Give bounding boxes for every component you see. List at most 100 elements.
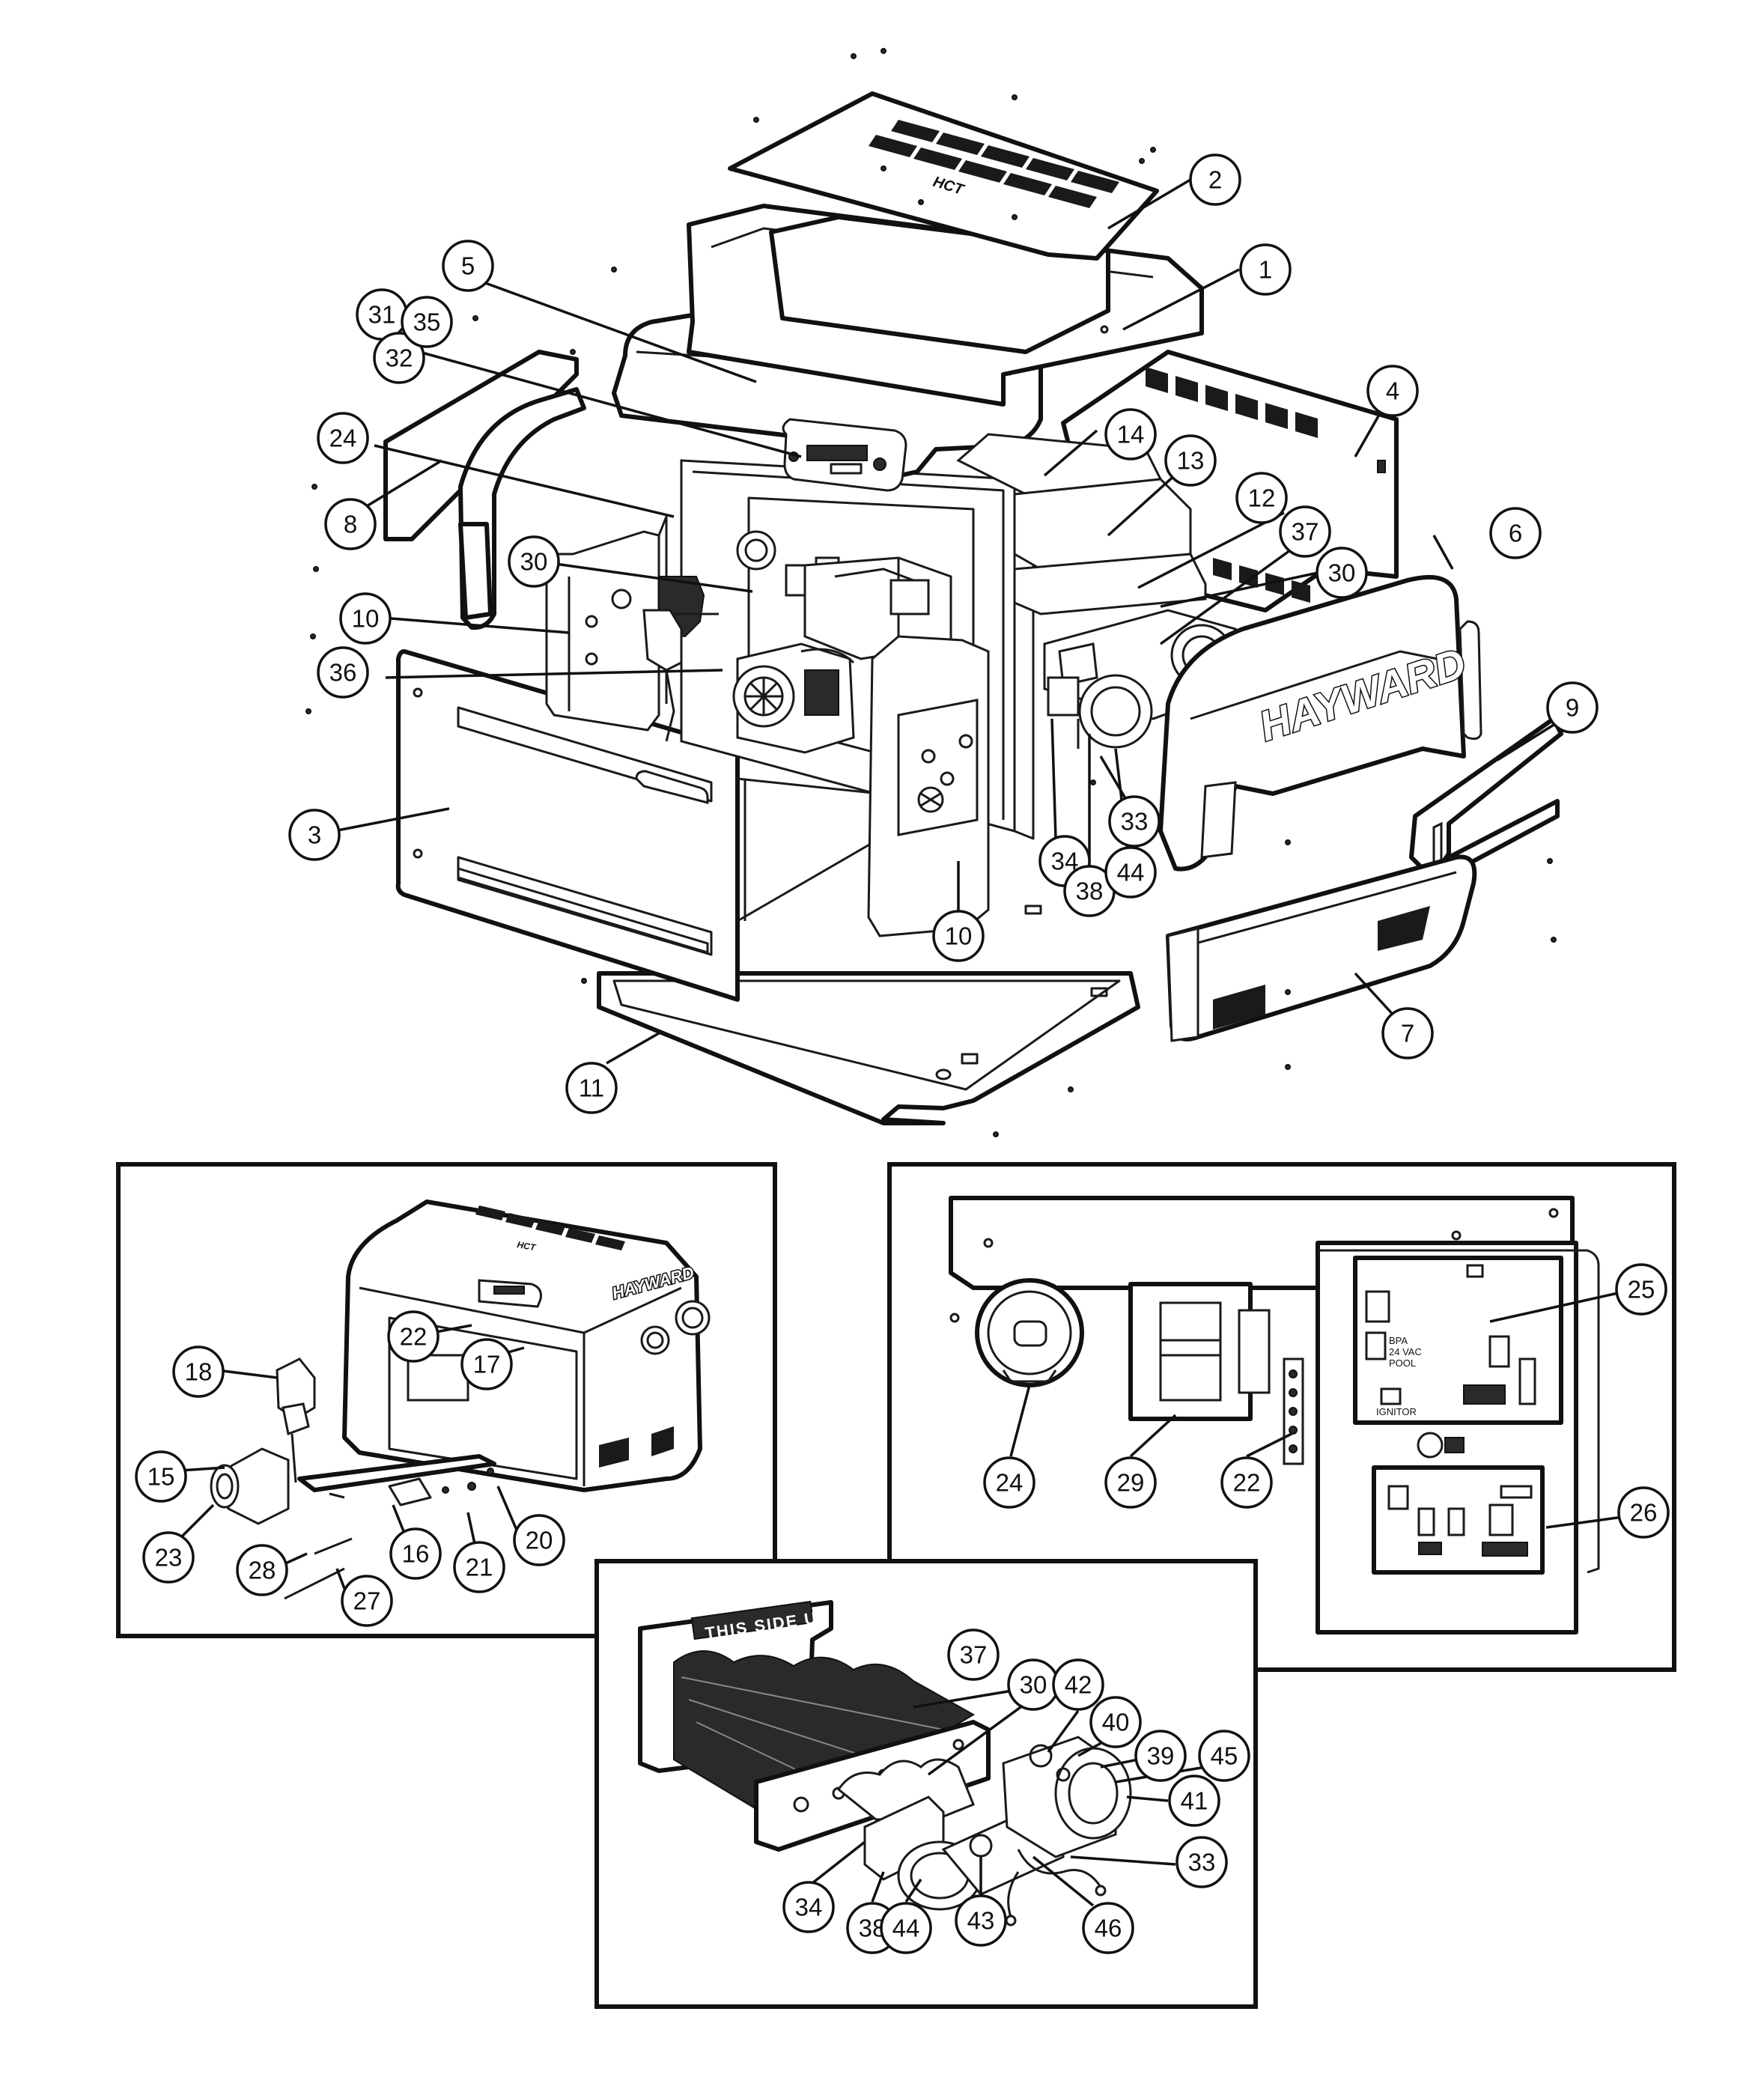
- callout-17: 17: [460, 1338, 513, 1390]
- inset-top-logo: HCT: [516, 1239, 537, 1253]
- callout-44-inset: 44: [880, 1902, 932, 1954]
- callout-27: 27: [341, 1575, 393, 1627]
- svg-text:22: 22: [1233, 1469, 1261, 1497]
- svg-text:22: 22: [400, 1323, 428, 1351]
- svg-text:44: 44: [892, 1915, 920, 1942]
- svg-text:29: 29: [1117, 1469, 1145, 1497]
- callout-bubbles: 1 2 3 4 5 6 7 8 9 10 10 11 12 13 14 24 3…: [135, 153, 1670, 1954]
- svg-text:37: 37: [1292, 518, 1319, 546]
- callout-28: 28: [236, 1544, 288, 1596]
- callout-39: 39: [1134, 1730, 1187, 1782]
- left-bezel: [458, 387, 586, 630]
- svg-text:6: 6: [1509, 520, 1522, 547]
- svg-text:15: 15: [147, 1463, 175, 1491]
- svg-text:30: 30: [1328, 559, 1356, 587]
- inset-transformer: [1128, 1282, 1271, 1421]
- right-column: [867, 635, 990, 937]
- svg-text:28: 28: [249, 1557, 276, 1584]
- front-panel: [395, 649, 740, 1002]
- callout-36: 36: [317, 646, 369, 699]
- callout-13: 13: [1164, 434, 1217, 487]
- callout-44-main: 44: [1104, 846, 1157, 898]
- callout-1: 1: [1239, 243, 1292, 296]
- callout-35: 35: [401, 296, 453, 348]
- svg-text:42: 42: [1065, 1671, 1092, 1699]
- left-column: [545, 515, 668, 732]
- callout-23: 23: [142, 1531, 195, 1584]
- svg-text:44: 44: [1117, 859, 1145, 887]
- callout-32: 32: [373, 332, 425, 384]
- inset-burner-tray: [284, 1454, 496, 1600]
- svg-text:36: 36: [329, 659, 357, 687]
- svg-text:12: 12: [1248, 484, 1276, 512]
- svg-text:23: 23: [155, 1544, 183, 1572]
- main-exploded-view: HCT: [305, 48, 1563, 1137]
- svg-text:40: 40: [1102, 1709, 1130, 1736]
- callout-37-inset: 37: [947, 1629, 1000, 1681]
- svg-text:24: 24: [996, 1469, 1024, 1497]
- svg-text:20: 20: [526, 1527, 553, 1554]
- callout-41: 41: [1168, 1775, 1220, 1827]
- callout-24-main: 24: [317, 412, 369, 464]
- callout-11: 11: [565, 1062, 618, 1114]
- svg-text:43: 43: [967, 1907, 995, 1935]
- svg-text:31: 31: [368, 301, 396, 329]
- svg-text:8: 8: [344, 511, 357, 538]
- leader-lines-insets: [167, 1290, 1629, 1907]
- transformer-block-main: [803, 556, 952, 660]
- inset-main-pcb: BPA 24 VAC POOL IGNITOR: [1353, 1256, 1563, 1425]
- blower-main: [732, 642, 855, 754]
- callout-45: 45: [1198, 1730, 1250, 1782]
- inset-heater-overview: HCT HAYWARD: [342, 1199, 711, 1492]
- callout-24-inset: 24: [983, 1456, 1035, 1509]
- inset-gas-valve: [276, 1357, 316, 1483]
- callout-4: 4: [1366, 365, 1419, 417]
- callout-46: 46: [1082, 1902, 1134, 1954]
- front-right-bezel-vents: [1213, 906, 1430, 1030]
- callout-29: 29: [1104, 1456, 1157, 1509]
- svg-text:5: 5: [461, 252, 475, 280]
- pcb-label-pool: POOL: [1389, 1357, 1416, 1369]
- callout-30-left: 30: [508, 535, 560, 588]
- callout-42: 42: [1052, 1658, 1104, 1711]
- svg-text:25: 25: [1628, 1276, 1655, 1304]
- hardware-screws: [305, 48, 1557, 1137]
- svg-text:34: 34: [795, 1894, 823, 1921]
- svg-text:2: 2: [1208, 166, 1222, 194]
- svg-text:13: 13: [1177, 447, 1205, 475]
- callout-12: 12: [1235, 472, 1288, 524]
- svg-text:21: 21: [466, 1554, 493, 1581]
- svg-text:9: 9: [1566, 694, 1579, 722]
- callout-40: 40: [1089, 1696, 1142, 1748]
- base-pan: [597, 904, 1140, 1125]
- callout-25: 25: [1615, 1263, 1667, 1316]
- inset-heater-vents: [475, 1205, 625, 1250]
- svg-text:32: 32: [386, 344, 413, 372]
- callout-3: 3: [288, 809, 341, 861]
- svg-text:16: 16: [402, 1540, 430, 1568]
- inset-gas-train: HCT HAYWARD: [116, 1162, 777, 1638]
- exchanger-tubes: [673, 1650, 975, 1828]
- pcb-label-bpa: BPA: [1389, 1335, 1408, 1346]
- callout-10-right: 10: [932, 910, 985, 962]
- svg-text:39: 39: [1147, 1742, 1175, 1770]
- svg-text:14: 14: [1117, 421, 1145, 448]
- svg-text:24: 24: [329, 425, 357, 452]
- callout-33-main: 33: [1108, 795, 1161, 848]
- callout-15: 15: [135, 1450, 187, 1503]
- svg-text:10: 10: [945, 922, 973, 950]
- callout-43: 43: [955, 1894, 1007, 1947]
- callout-30-inset: 30: [1007, 1658, 1059, 1711]
- svg-text:45: 45: [1211, 1742, 1238, 1770]
- svg-text:33: 33: [1188, 1849, 1216, 1876]
- svg-text:11: 11: [579, 1074, 604, 1102]
- inset-terminal-strip: [1283, 1357, 1304, 1465]
- svg-text:3: 3: [308, 821, 321, 849]
- callout-5: 5: [442, 240, 494, 292]
- callout-20: 20: [513, 1514, 565, 1566]
- svg-text:30: 30: [520, 548, 548, 576]
- svg-text:33: 33: [1121, 808, 1149, 836]
- exchanger-manifold: [836, 1736, 1132, 1927]
- svg-text:17: 17: [473, 1351, 501, 1378]
